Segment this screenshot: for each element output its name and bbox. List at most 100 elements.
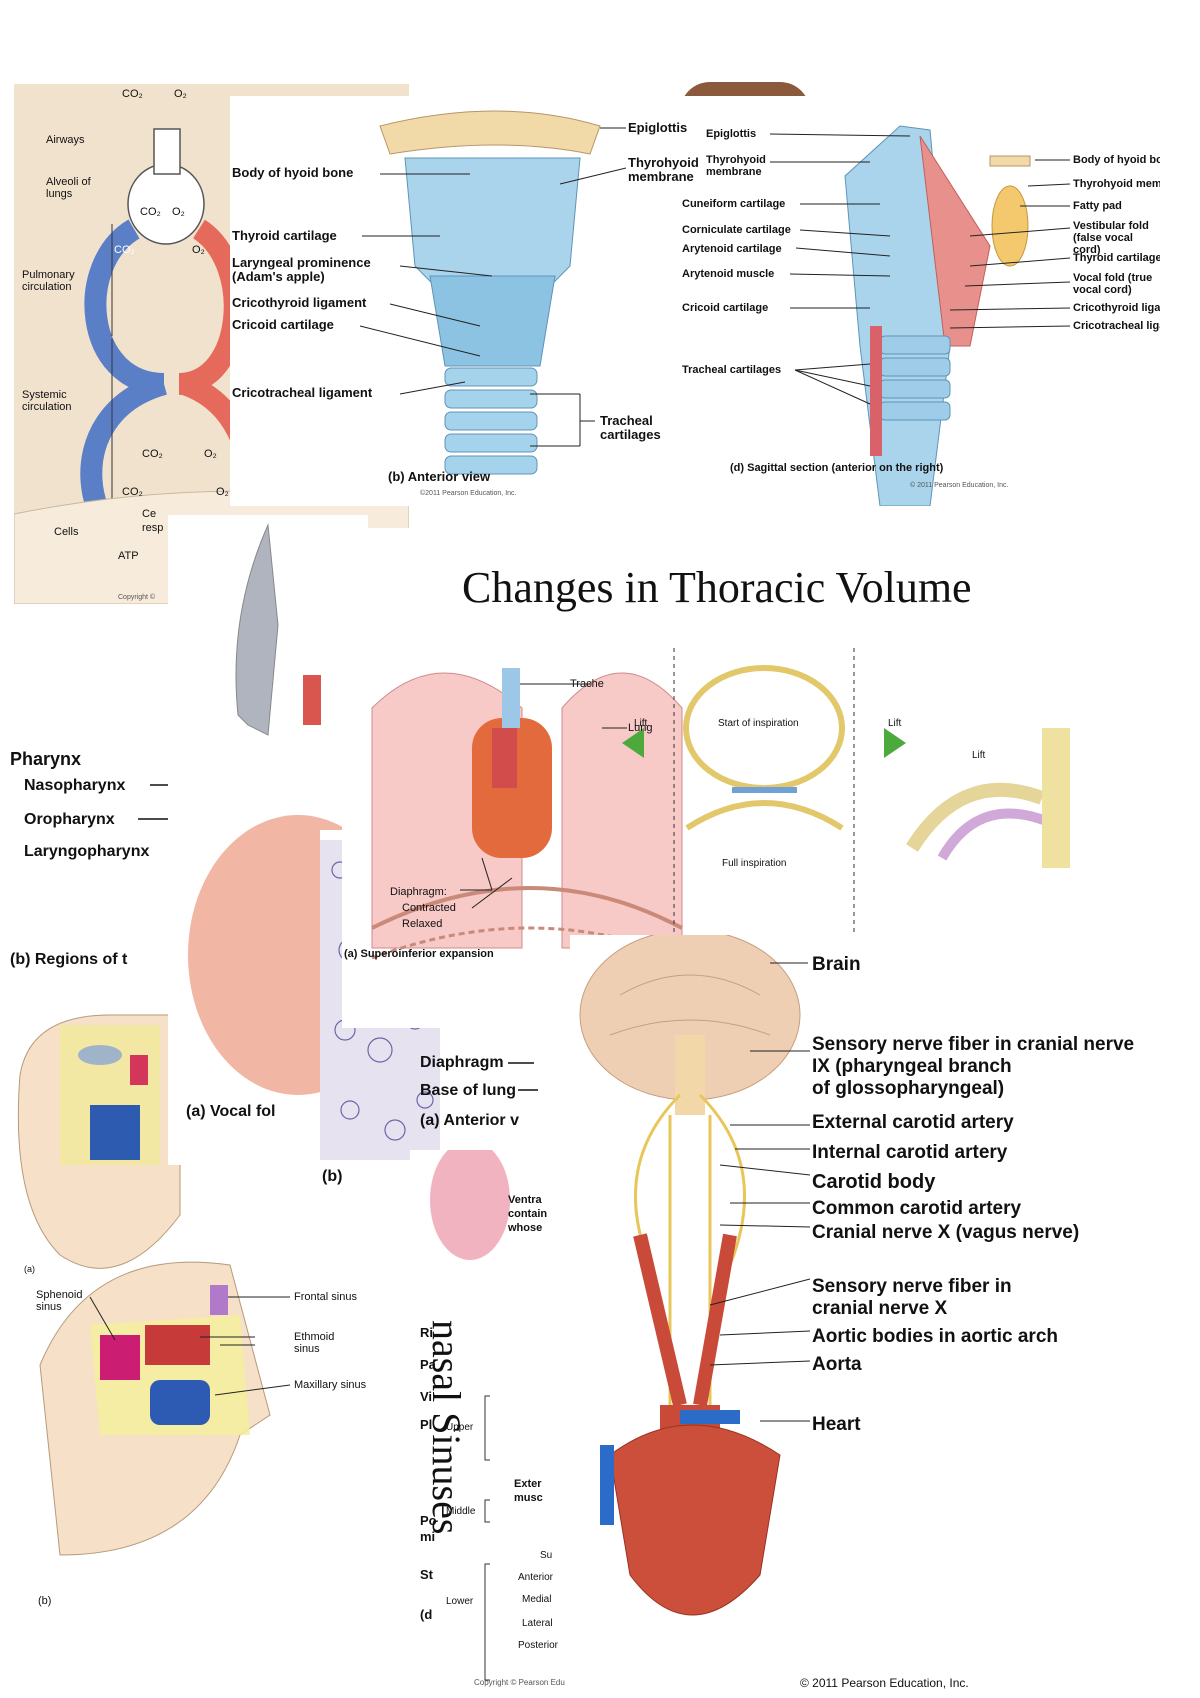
muscles-artwork [430, 1150, 510, 1681]
systemic-circulation-label: Systemic circulation [22, 389, 72, 414]
diaphragm-contracted-label: Contracted [402, 902, 456, 914]
arytenoid-cartilage-label: Arytenoid cartilage [682, 243, 782, 255]
sinus-artwork [17, 1014, 291, 1556]
tracheal-cartilages-label: Tracheal cartilages [600, 413, 661, 443]
circulation-copyright: Copyright © [118, 594, 156, 601]
larynx-diagram: Epiglottis Body of hyoid bone Thyrohyoid… [230, 96, 1160, 506]
respiration-label: resp [142, 522, 164, 534]
carotid-body-label: Carotid body [812, 1171, 936, 1193]
cell-co2-label: CO₂ [122, 486, 143, 498]
aorta-label: Aorta [812, 1354, 862, 1375]
sagittal-hyoid-label: Body of hyoid bone [1073, 154, 1160, 166]
muscle-pl-label: Pl [420, 1417, 433, 1432]
laryngeal-prominence-label: Laryngeal prominence (Adam's apple) [232, 255, 371, 285]
sagittal-thyrohyoid-right-label: Thyrohyoid membrane [1073, 178, 1160, 190]
trachea-label: Trache [570, 678, 604, 690]
superoinferior-caption: (a) Superoinferior expansion [344, 948, 494, 960]
lower-label: Lower [446, 1596, 474, 1607]
lift-left-label: Lift [634, 718, 648, 729]
diaphragm-label: Diaphragm: [390, 886, 447, 898]
anterior-view-caption: (b) Anterior view [388, 469, 491, 484]
muscles-copyright: Copyright © Pearson Edu [474, 1678, 565, 1687]
cellular-label: Ce [142, 508, 157, 520]
arytenoid-muscle-label: Arytenoid muscle [682, 268, 775, 280]
sagittal-cricothyroid-label: Cricothyroid ligament [1073, 302, 1160, 314]
anterior-copyright: ©2011 Pearson Education, Inc. [420, 490, 517, 497]
laryngopharynx-label: Laryngopharynx [24, 843, 150, 860]
pharynx-title: Pharynx [10, 749, 82, 769]
muscle-r-label: Ri [420, 1325, 433, 1340]
internal-carotid-label: Internal carotid artery [812, 1142, 1008, 1163]
sagittal-section-caption: (d) Sagittal section (anterior on the ri… [730, 462, 944, 474]
aortic-bodies-bold: Aortic bodies [812, 1326, 934, 1347]
whose-label: whose [508, 1222, 543, 1234]
common-carotid-label: Common carotid artery [812, 1198, 1022, 1219]
chemoreceptor-artwork [579, 935, 811, 1616]
aortic-bodies-label: Aortic bodies in aortic arch [812, 1326, 1058, 1348]
muscle-mi-label: mi [420, 1529, 436, 1544]
external-muscles-label: Exter [514, 1478, 542, 1490]
medial-label: Medial [522, 1594, 552, 1605]
hyoid-bone-label: Body of hyoid bone [232, 165, 354, 180]
thoracic-volume-title: Changes in Thoracic Volume [462, 563, 972, 612]
frontal-sinus-label: Frontal sinus [294, 1291, 357, 1303]
alveolus-o2-label: O₂ [172, 206, 185, 218]
sinus-diagram: (a) Sphenoid sinus Frontal sinus Ethmoid… [0, 995, 400, 1655]
sensory-fiber-ix-line2: IX (pharyngeal branch [812, 1056, 1012, 1077]
chemoreceptor-copyright: © 2011 Pearson Education, Inc. [800, 1676, 969, 1690]
alveoli-label: Alveoli of lungs [46, 176, 91, 201]
sagittal-epiglottis-label: Epiglottis [706, 128, 757, 140]
sensory-fiber-x-label: Sensory nerve fiber in [812, 1276, 1012, 1297]
lung-b-caption: (b) [322, 1168, 343, 1185]
systemic-o2-label: O₂ [204, 448, 217, 460]
sinus-b-caption: (b) [38, 1595, 52, 1607]
vestibular-fold-label: Vestibular fold (false vocal cord) [1073, 220, 1149, 257]
epiglottis-label: Epiglottis [628, 120, 688, 135]
sagittal-cricotracheal-label: Cricotracheal ligament [1073, 320, 1160, 332]
vagus-nerve-label: Cranial nerve X (vagus nerve) [812, 1222, 1080, 1243]
diaphragm-relaxed-label: Relaxed [402, 918, 443, 930]
chemoreceptor-diagram: Brain Sensory nerve fiber in cranial ner… [570, 935, 1200, 1698]
systemic-co2-label: CO₂ [142, 448, 163, 460]
sagittal-thyroid-label: Thyroid cartilage [1073, 252, 1160, 264]
alveolus-co2-label: CO₂ [140, 206, 161, 218]
lung-anterior-caption: (a) Anterior v [420, 1112, 519, 1129]
cells-label: Cells [54, 526, 79, 538]
middle-label: Middle [446, 1506, 476, 1517]
muscle-st-label: St [420, 1567, 433, 1582]
contain-label: contain [508, 1208, 548, 1220]
atp-label: ATP [118, 550, 139, 562]
cricoid-cartilage-label: Cricoid cartilage [232, 317, 334, 332]
co2-label: CO₂ [122, 88, 143, 100]
ventral-label: Ventra [508, 1194, 542, 1206]
posterior-label: Posterior [518, 1640, 559, 1651]
o2-label: O₂ [174, 88, 187, 100]
sagittal-copyright: © 2011 Pearson Education, Inc. [910, 482, 1009, 489]
start-inspiration-label: Start of inspiration [718, 718, 799, 729]
brain-label: Brain [812, 954, 861, 975]
lung-label: Lung [628, 722, 653, 734]
upper-label: Upper [446, 1422, 474, 1433]
heart-label: Heart [812, 1414, 861, 1435]
vocal-fold-caption: (a) Vocal fol [186, 1103, 276, 1120]
corniculate-cartilage-label: Corniculate cartilage [682, 224, 791, 236]
external-carotid-label: External carotid artery [812, 1112, 1014, 1133]
oropharynx-label: Oropharynx [24, 811, 115, 828]
muscle-vi-label: Vi [420, 1389, 433, 1404]
cricotracheal-ligament-label: Cricotracheal ligament [232, 385, 373, 400]
sphenoid-sinus-label: Sphenoid sinus [36, 1289, 83, 1314]
pharynx-diagram: Pharynx Nasopharynx Oropharynx Laryngoph… [0, 605, 200, 985]
pulmonary-circulation-label: Pulmonary circulation [22, 269, 75, 294]
cricothyroid-ligament-label: Cricothyroid ligament [232, 295, 367, 310]
sinus-a-caption: (a) [24, 1264, 35, 1274]
maxillary-sinus-label: Maxillary sinus [294, 1379, 367, 1391]
sensory-fiber-ix-label: Sensory nerve fiber in cranial nerve [812, 1034, 1135, 1055]
vocal-fold-label: Vocal fold (true vocal cord) [1073, 272, 1153, 297]
fatty-pad-label: Fatty pad [1073, 200, 1122, 212]
thyrohyoid-membrane-label: Thyrohyoid membrane [628, 155, 699, 185]
sagittal-tracheal-label: Tracheal cartilages [682, 364, 782, 376]
lung-diaphragm-label: Diaphragm [420, 1054, 504, 1071]
cell-o2-label: O₂ [216, 486, 229, 498]
lift-side-label: Lift [972, 750, 986, 761]
muscle-po-label: Po [420, 1513, 437, 1528]
